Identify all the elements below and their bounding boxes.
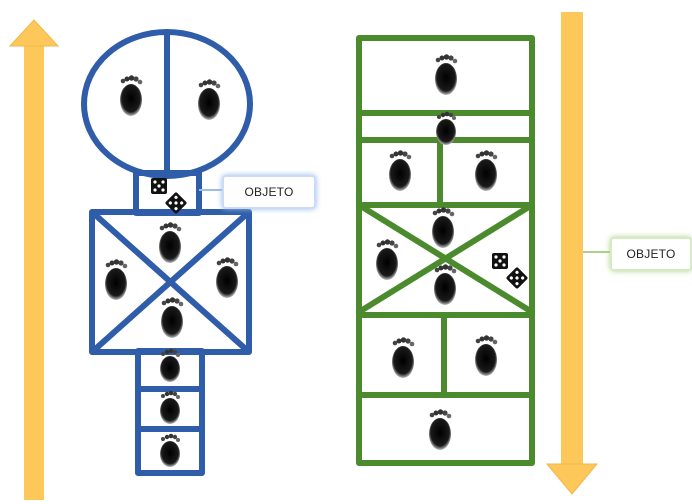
up-arrow-icon: [8, 19, 60, 500]
footprint-icon: [475, 335, 498, 376]
footprint-icon: [429, 409, 452, 450]
down-arrow-icon: [545, 12, 599, 495]
dice-icon: [151, 178, 167, 194]
footprint-icon: [435, 54, 458, 95]
objeto-callout-green: OBJETO: [610, 237, 692, 271]
footprint-icon: [105, 259, 128, 300]
blue-neck-cell: [133, 170, 202, 216]
green-dice: [492, 253, 529, 290]
footprint-icon: [475, 150, 498, 191]
footprint-icon: [120, 75, 143, 116]
blue-hopscotch-board: [81, 29, 253, 476]
blue-dice: [151, 178, 188, 215]
footprint-icon: [198, 79, 221, 120]
green-outer-frame: [356, 35, 535, 466]
footprint-icon: [432, 207, 455, 248]
dice-icon: [492, 253, 508, 269]
footprint-icon: [392, 337, 415, 378]
blue-footprints: [105, 75, 239, 467]
footprint-icon: [159, 222, 182, 263]
footprint-icon: [436, 111, 456, 145]
objeto-callout-blue: OBJETO: [222, 175, 316, 209]
footprint-icon: [434, 264, 457, 305]
footprint-icon: [376, 239, 399, 280]
footprint-icon: [216, 257, 239, 298]
blue-cell-lower-3: [135, 426, 205, 476]
footprint-icon: [161, 297, 184, 338]
dice-icon: [505, 266, 529, 290]
footprint-icon: [389, 150, 412, 191]
footprint-icon: [160, 433, 180, 467]
footprint-icon: [160, 390, 180, 424]
